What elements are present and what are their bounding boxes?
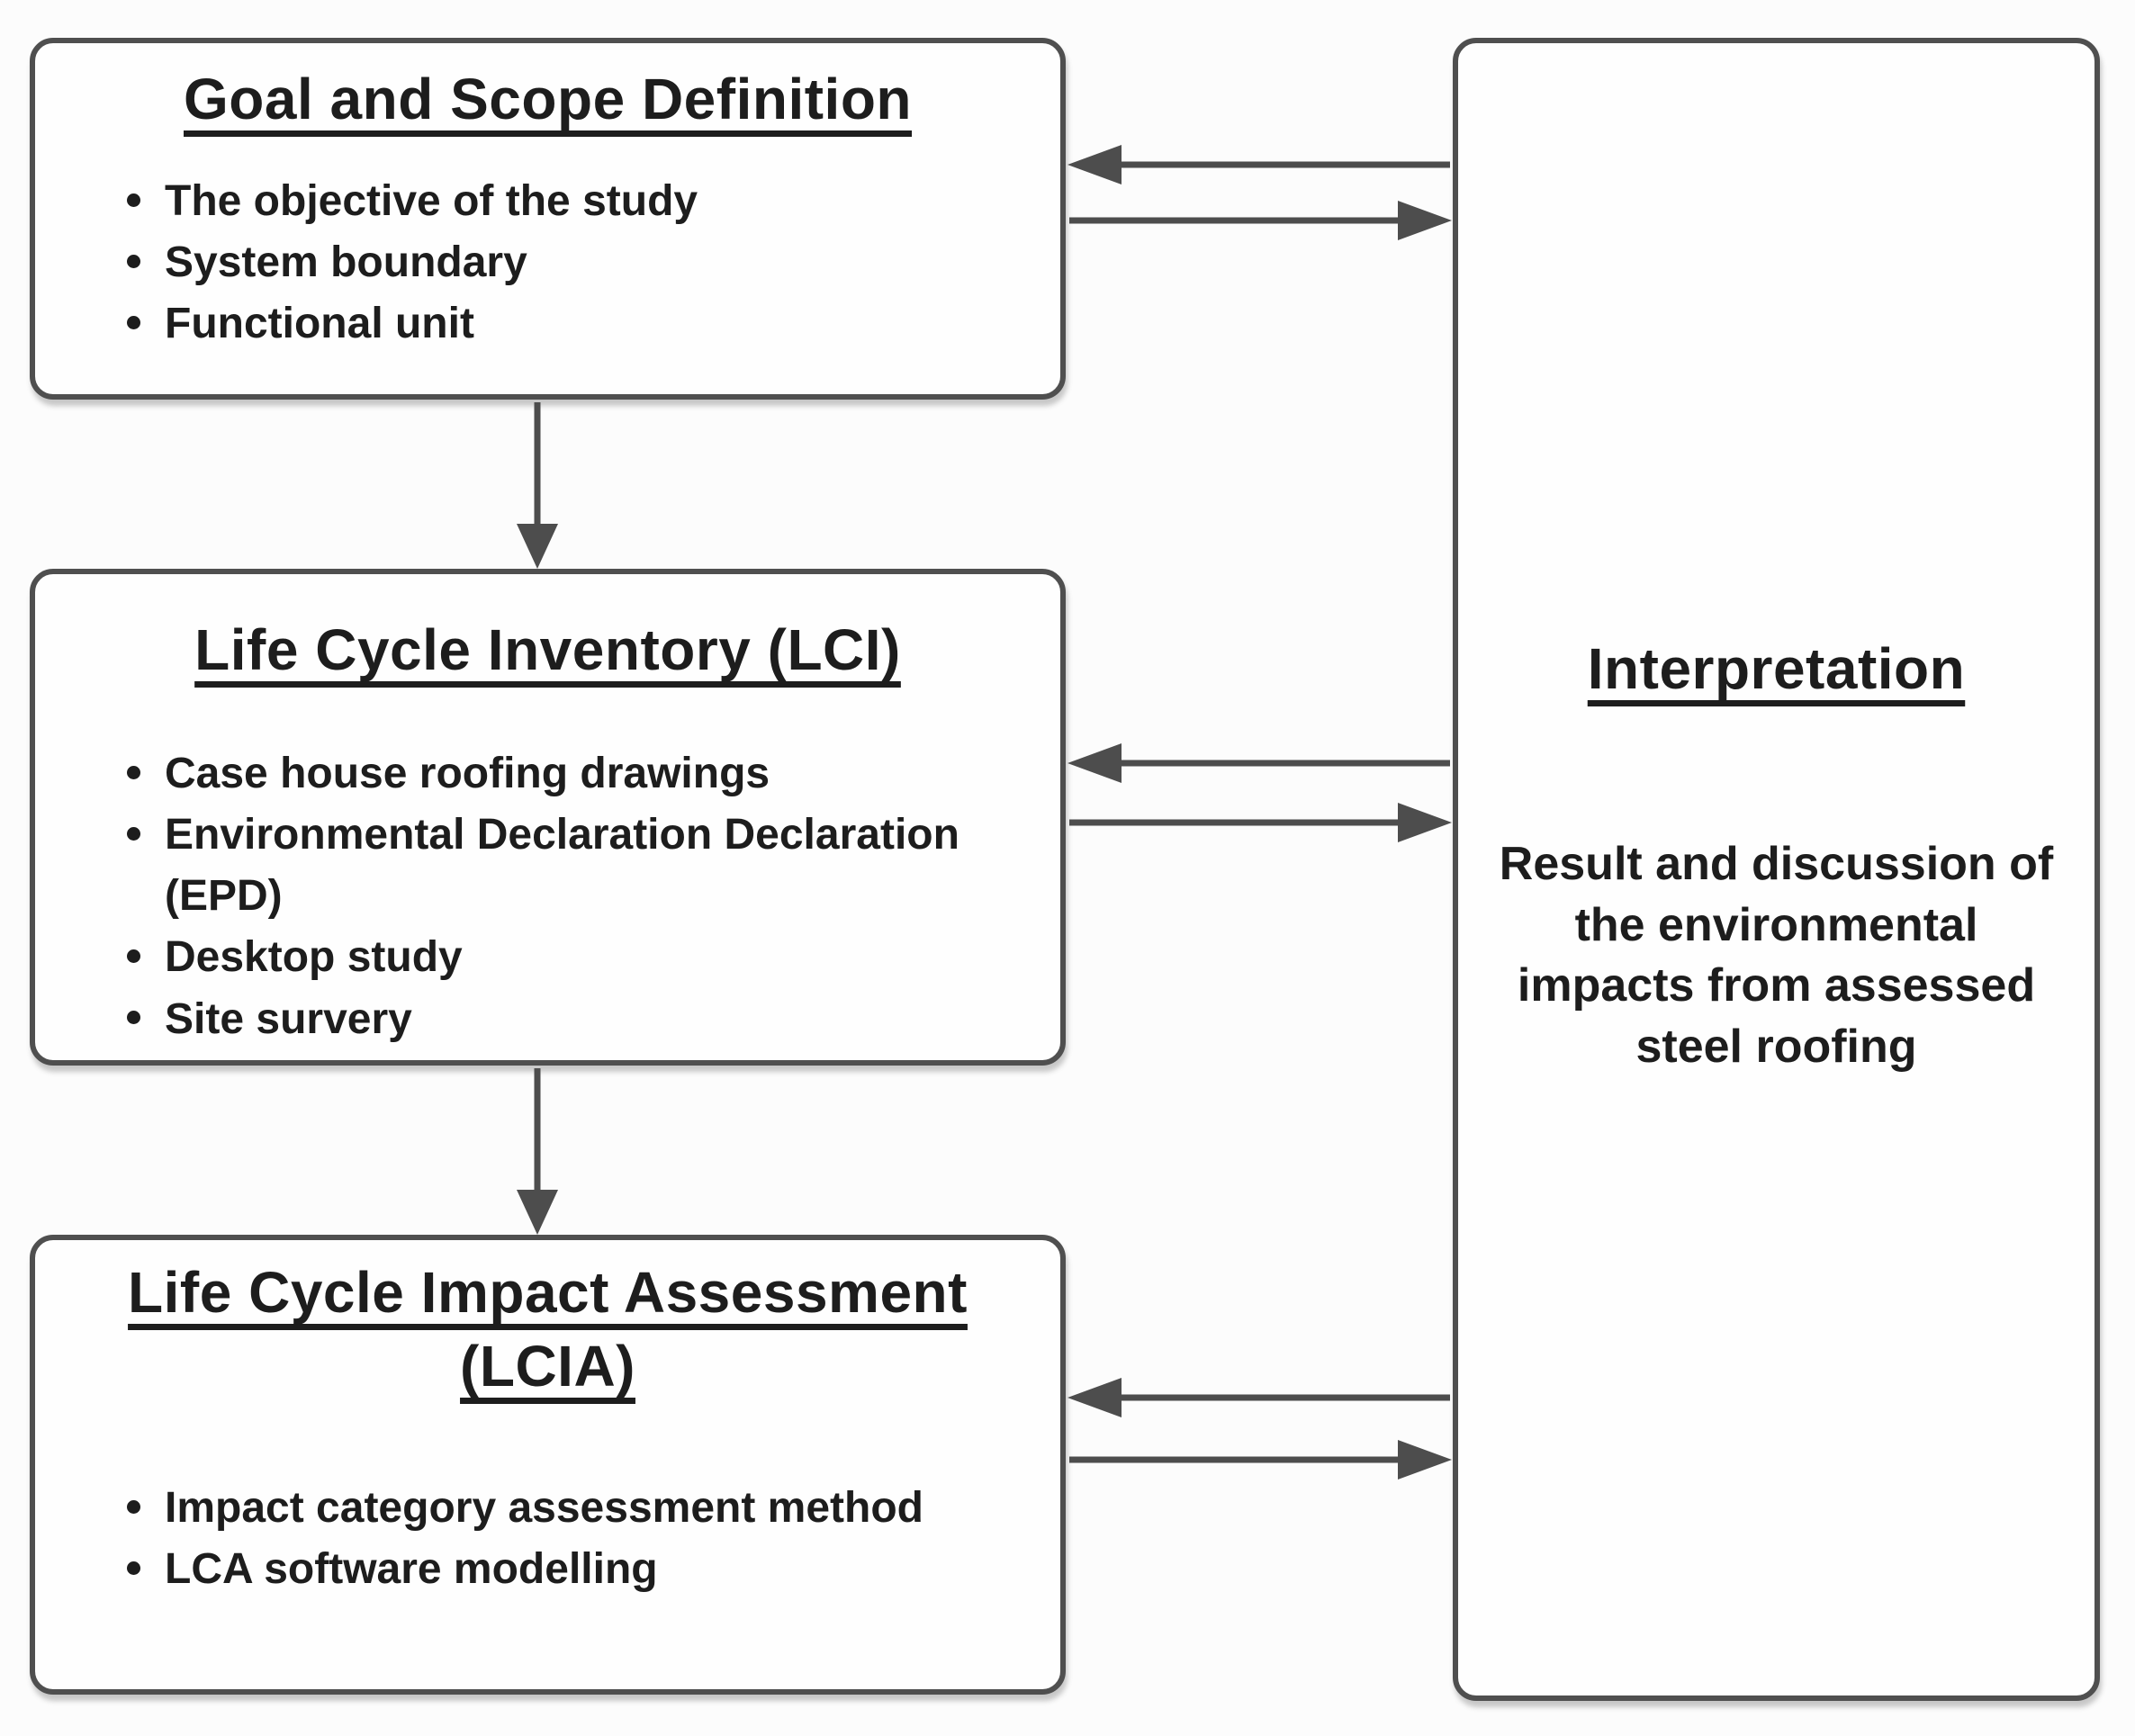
bullet-item: LCA software modelling (127, 1539, 957, 1600)
arrow-lci-to-interpretation (1069, 803, 1452, 842)
bullet-item: Desktop study (127, 927, 1028, 988)
arrow-goal-to-interpretation (1069, 201, 1452, 240)
interpretation-body: Result and discussion of the environment… (1499, 837, 2054, 1073)
arrow-interpretation-to-goal (1068, 145, 1450, 184)
arrow-lcia-to-interpretation (1069, 1440, 1452, 1480)
arrow-lci-to-lcia (517, 1068, 558, 1235)
goal-scope-title: Goal and Scope Definition (184, 67, 912, 131)
interpretation-title: Interpretation (1587, 636, 1966, 701)
arrow-interpretation-to-lcia (1068, 1378, 1450, 1417)
arrow-right-head (1398, 201, 1452, 240)
lci-title: Life Cycle Inventory (LCI) (194, 617, 901, 682)
arrow-left-head (1068, 1378, 1122, 1417)
arrow-down-head (517, 524, 558, 569)
lcia-box: Life Cycle Impact Assessment (LCIA) Impa… (30, 1235, 1066, 1695)
arrow-left-head (1068, 743, 1122, 783)
arrow-interpretation-to-lci (1068, 743, 1450, 783)
lci-bullet-list: Case house roofing drawings Environmenta… (68, 743, 1028, 1050)
bullet-item: The objective of the study (127, 171, 1028, 232)
bullet-item: Environmental Declaration Declaration (E… (127, 805, 1028, 927)
goal-scope-box: Goal and Scope Definition The objective … (30, 38, 1066, 400)
goal-scope-bullet-list: The objective of the study System bounda… (68, 171, 1028, 355)
arrow-right-head (1398, 803, 1452, 842)
arrow-left-head (1068, 145, 1122, 184)
lci-box: Life Cycle Inventory (LCI) Case house ro… (30, 569, 1066, 1066)
lcia-title: Life Cycle Impact Assessment (LCIA) (128, 1260, 968, 1399)
bullet-item: System boundary (127, 232, 1028, 293)
lcia-bullet-list: Impact category assessment method LCA so… (68, 1478, 1028, 1600)
interpretation-box: Interpretation Result and discussion of … (1453, 38, 2100, 1701)
bullet-item: Site survery (127, 989, 1028, 1050)
bullet-item: Impact category assessment method (127, 1478, 957, 1539)
bullet-item: Functional unit (127, 293, 1028, 355)
bullet-item: Case house roofing drawings (127, 743, 1028, 805)
arrow-goal-to-lci (517, 402, 558, 569)
arrow-right-head (1398, 1440, 1452, 1480)
arrow-down-head (517, 1190, 558, 1235)
